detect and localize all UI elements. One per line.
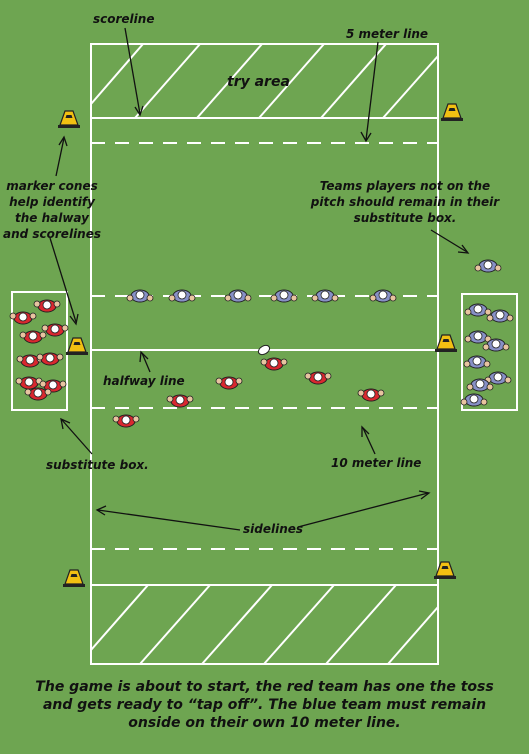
label-teams-note-3: substitute box. [354,211,457,225]
caption-line-3: onside on their own 10 meter line. [128,715,401,731]
red-player-icon [260,357,288,371]
right-substitute-box [461,293,518,411]
label-halfway-line: halfway line [103,374,185,388]
arrow-icon [61,419,93,455]
caption: The game is about to start, the red team… [20,678,509,732]
blue-player-icon [460,393,488,407]
arrow-icon [124,27,141,115]
label-marker-cones-1: marker cones [6,179,98,193]
arrow-icon [141,352,151,373]
cone-icon [65,337,89,356]
red-player-icon [9,311,37,325]
blue-player-icon [270,289,298,303]
arrow-icon [49,237,77,323]
blue-player-icon [474,259,502,273]
red-player-icon [24,387,52,401]
label-ten-meter-line: 10 meter line [331,456,421,470]
label-scoreline: scoreline [93,12,154,26]
label-try-area: try area [227,74,290,90]
label-sidelines: sidelines [243,522,303,536]
arrow-icon [430,229,468,253]
arrow-icon [97,509,241,531]
label-teams-note-2: pitch should remain in their [310,195,500,209]
left-substitute-box [11,291,68,411]
red-player-icon [304,371,332,385]
red-player-icon [33,299,61,313]
arrow-icon [55,137,65,177]
arrow-icon [365,41,379,141]
blue-player-icon [369,289,397,303]
label-marker-cones-4: and scorelines [3,227,101,241]
red-player-icon [15,376,43,390]
top-try-area-hatch [90,43,439,119]
caption-line-1: The game is about to start, the red team… [35,679,494,695]
bottom-try-area-hatch [90,584,439,665]
arrow-icon [362,427,376,455]
cone-icon [440,103,464,122]
blue-player-icon [126,289,154,303]
red-player-icon [166,394,194,408]
label-marker-cones-3: the halway [15,211,90,225]
red-player-icon [357,388,385,402]
label-substitute-box: substitute box. [46,458,149,472]
label-five-meter-line: 5 meter line [346,27,428,41]
cone-icon [62,569,86,588]
cone-icon [57,110,81,129]
blue-player-icon [311,289,339,303]
arrow-icon [297,492,429,528]
blue-player-icon [224,289,252,303]
marker-cones [57,103,464,588]
red-player-icon [36,352,64,366]
red-player-icon [215,376,243,390]
ball-icon [257,344,271,356]
blue-player-icon [464,303,492,317]
caption-line-2: and gets ready to “tap off”. The blue te… [42,697,487,713]
annotation-arrows [49,27,470,531]
label-teams-note-1: Teams players not on the [320,179,490,193]
red-player-icon [112,414,140,428]
blue-player-icon [484,371,512,385]
blue-player-icon [464,330,492,344]
label-marker-cones-2: help identify [9,195,96,209]
red-player-icon [19,330,47,344]
blue-player-icon [463,355,491,369]
blue-player-icon [168,289,196,303]
